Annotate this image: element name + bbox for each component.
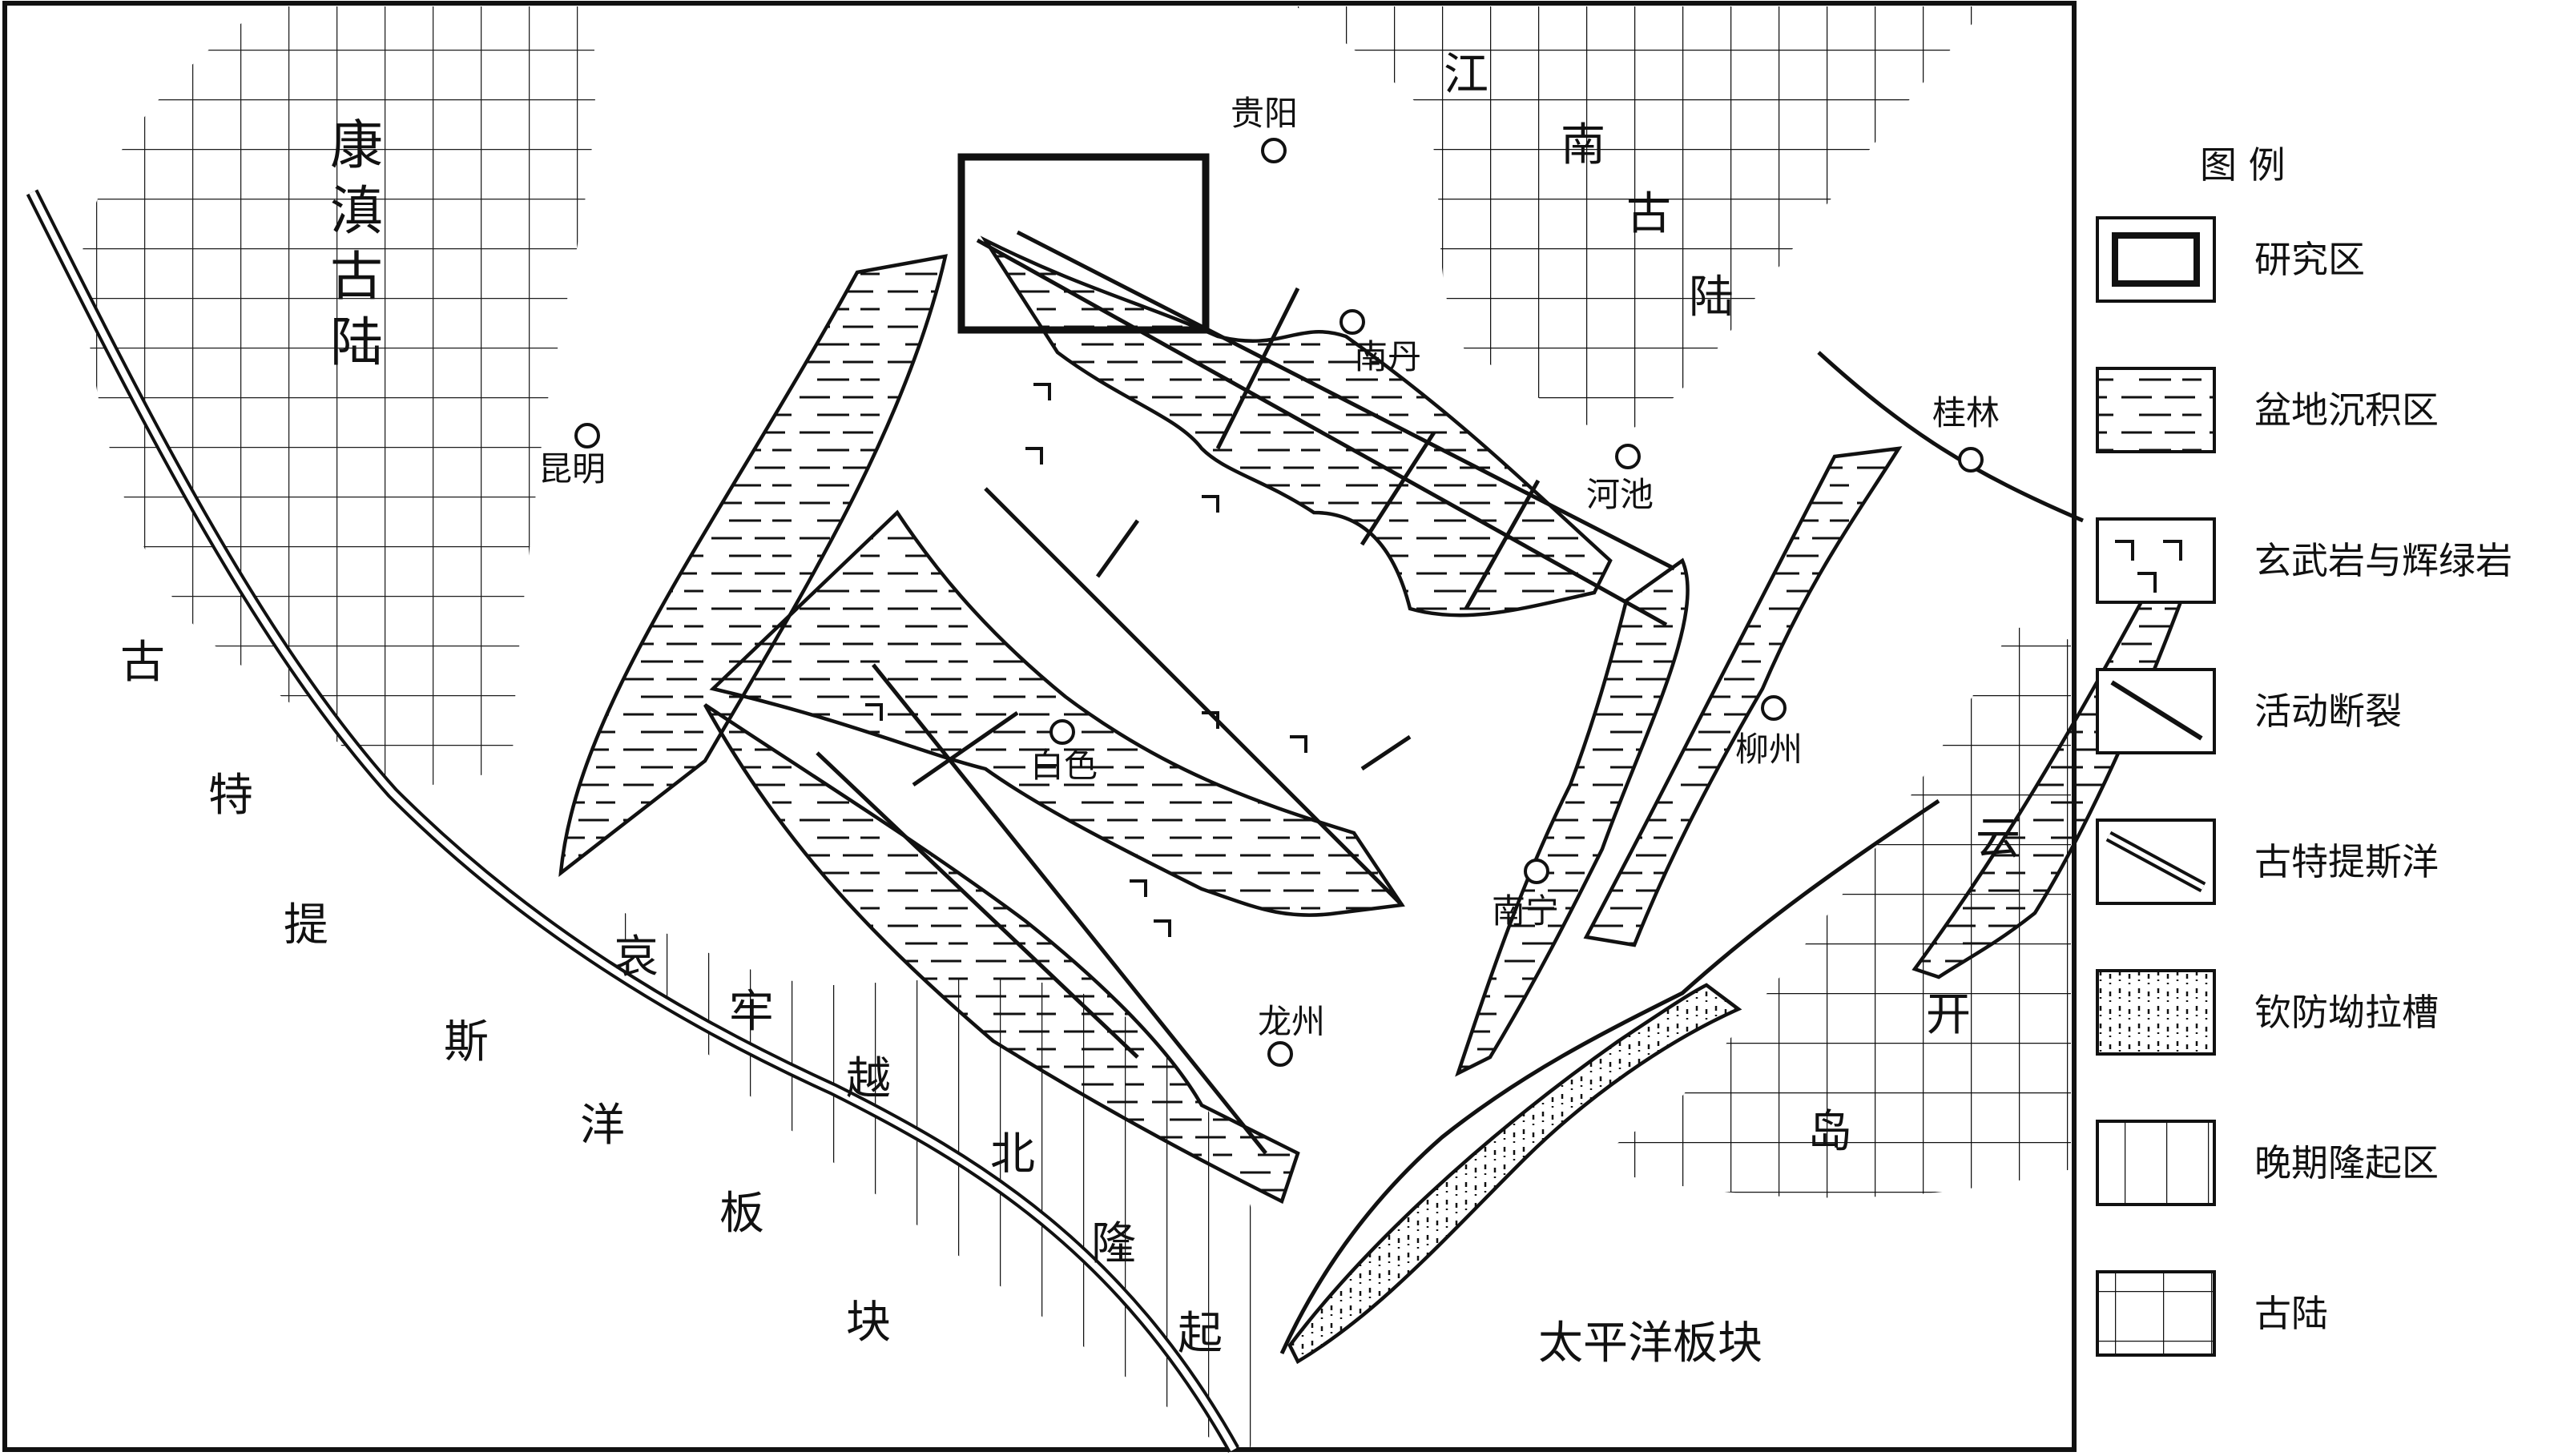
qinfang-aulacogen (1287, 983, 1742, 1365)
kangdian-ancient-land (80, 6, 596, 793)
active-faults (816, 230, 2084, 1155)
label-ailao-6: 起 (1178, 1308, 1223, 1360)
legend-item-trough: 钦防坳拉槽 (2096, 969, 2439, 1056)
label-yunkai-2: 开 (1926, 989, 1971, 1041)
label-kangdian-1: 康 (330, 115, 383, 176)
label-ailao-1: 哀 (614, 931, 659, 983)
legend-label-basin: 盆地沉积区 (2254, 388, 2439, 432)
city-hechi: 河池 (1586, 475, 1654, 514)
legend-label-study-area: 研究区 (2254, 238, 2365, 281)
legend-title: 图 例 (2200, 143, 2286, 187)
paleo-tethys-ocean-line-inner (29, 191, 1237, 1451)
city-markers (574, 138, 1984, 1067)
label-ailao-2: 牢 (729, 986, 774, 1038)
label-tethys-4: 斯 (444, 1016, 489, 1068)
legend-label-tethys: 古特提斯洋 (2254, 840, 2439, 883)
label-kangdian-3: 古 (330, 246, 383, 308)
label-pacific-plate: 太平洋板块 (1538, 1317, 1762, 1370)
label-tethys-2: 特 (208, 770, 253, 822)
city-nanning: 南宁 (1492, 891, 1559, 931)
legend-label-fault: 活动断裂 (2254, 690, 2402, 733)
legend-label-basalt: 玄武岩与辉绿岩 (2254, 539, 2512, 582)
label-tethys-5: 洋 (580, 1100, 625, 1152)
city-baise: 白色 (1030, 746, 1098, 785)
label-yunkai-1: 云 (1976, 813, 2020, 865)
label-ailao-3: 越 (846, 1053, 891, 1105)
city-nandan: 南丹 (1354, 337, 1421, 376)
label-kangdian-2: 滇 (330, 180, 383, 242)
legend-item-study-area: 研究区 (2096, 216, 2365, 303)
jiangnan-ancient-land (1296, 6, 1987, 432)
city-guiyang: 贵阳 (1231, 94, 1298, 133)
basalt-diabase-symbols (865, 383, 1307, 937)
label-kangdian-4: 陆 (330, 312, 383, 373)
label-jiangnan-3: 古 (1626, 188, 1671, 240)
legend-label-uplift: 晚期隆起区 (2254, 1141, 2439, 1185)
label-tethys-6: 板 (719, 1188, 764, 1240)
label-ailao-4: 北 (990, 1128, 1035, 1180)
label-jiangnan-2: 南 (1561, 119, 1605, 171)
label-ailao-5: 隆 (1091, 1218, 1136, 1270)
label-tethys-1: 古 (120, 637, 165, 689)
yunkai-island (1602, 627, 2071, 1198)
city-kunming: 昆明 (538, 449, 606, 489)
city-longzhou: 龙州 (1258, 1002, 1325, 1041)
legend-item-uplift: 晚期隆起区 (2096, 1120, 2439, 1206)
legend-item-basin: 盆地沉积区 (2096, 367, 2439, 453)
legend: 图 例 研究区 盆地沉积区 玄武岩与辉绿岩 活动断裂 古特提斯洋 (2096, 143, 2512, 1357)
city-liuzhou: 柳州 (1735, 730, 1803, 769)
legend-label-ancient-land: 古陆 (2254, 1292, 2328, 1335)
label-jiangnan-1: 江 (1444, 49, 1489, 101)
city-guilin: 桂林 (1932, 393, 2000, 432)
label-yunkai-3: 岛 (1807, 1106, 1852, 1158)
study-area-box (957, 153, 1210, 334)
label-tethys-3: 提 (284, 899, 328, 951)
label-jiangnan-4: 陆 (1689, 271, 1734, 324)
legend-item-ancient-land: 古陆 (2096, 1270, 2328, 1357)
legend-item-tethys: 古特提斯洋 (2096, 818, 2439, 905)
label-tethys-7: 块 (846, 1297, 891, 1349)
coastline (1279, 798, 1940, 1355)
region-labels: 康 滇 古 陆 江 南 古 陆 云 开 岛 古 特 提 斯 洋 板 块 哀 牢 … (120, 49, 2020, 1370)
city-labels: 贵阳 昆明 南丹 河池 桂林 白色 柳州 南宁 龙州 (538, 94, 2000, 1041)
legend-item-fault: 活动断裂 (2096, 668, 2402, 754)
legend-item-basalt: 玄武岩与辉绿岩 (2096, 517, 2512, 604)
legend-label-trough: 钦防坳拉槽 (2254, 991, 2439, 1034)
